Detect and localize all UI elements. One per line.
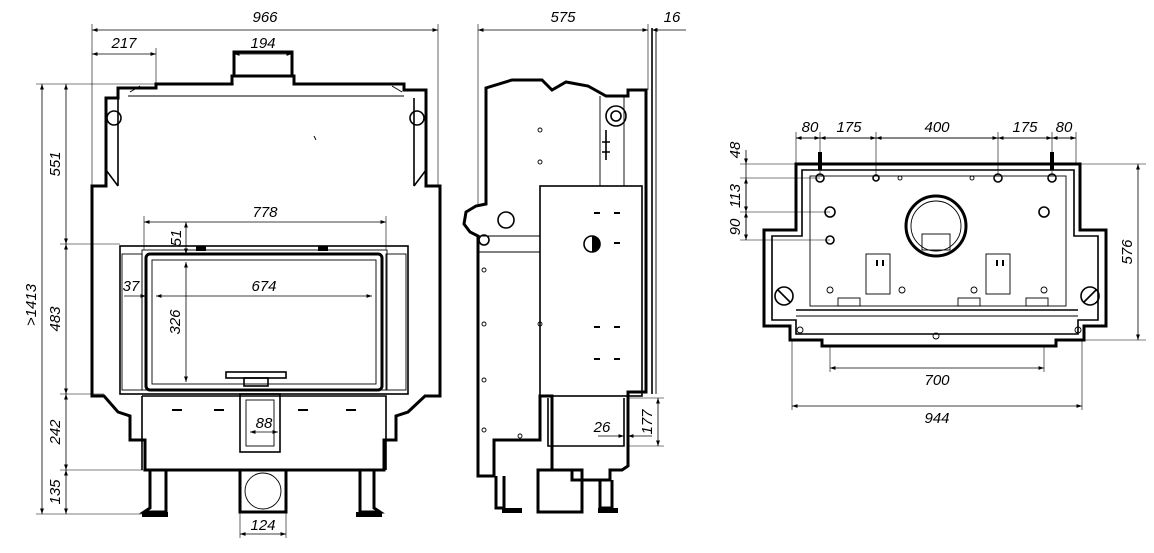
- dim-glass-width: 674: [251, 278, 276, 295]
- dim-left-offset: 217: [110, 35, 137, 52]
- top-view: [762, 152, 1108, 348]
- side-body-holes: [481, 127, 543, 439]
- dim-flue-width: 194: [250, 35, 275, 52]
- dim-top-overall-depth: 576: [1119, 239, 1136, 265]
- front-handle-grip: [243, 377, 269, 387]
- front-base-slots: [172, 409, 356, 411]
- side-door-holes: [594, 212, 620, 360]
- dim-top-spacing-left: 80: [802, 119, 819, 136]
- front-door-handle: [225, 371, 287, 379]
- front-right-knob: [409, 110, 425, 126]
- front-air-inlet: [239, 393, 281, 453]
- top-bracket-right: [985, 253, 1011, 295]
- side-view-dimensions: 575 16 177 26: [477, 9, 686, 447]
- top-inner-outline: [771, 169, 1099, 335]
- side-front-leg: [494, 476, 506, 510]
- side-door-panel: [539, 185, 643, 397]
- front-view: [90, 50, 442, 517]
- front-glass-inner: [151, 259, 377, 385]
- dim-leg-height: 135: [47, 479, 64, 505]
- front-right-foot: [356, 512, 382, 517]
- side-front-foot: [502, 508, 522, 513]
- top-flue-damper: [921, 233, 951, 251]
- side-door-knob: [592, 236, 600, 252]
- front-hinge-left: [196, 246, 206, 251]
- dim-top-spacing-right-inner: 175: [1012, 119, 1038, 136]
- dim-top-spacing-right: 80: [1056, 119, 1073, 136]
- dim-top-row-1: 48: [727, 141, 744, 158]
- front-glass: [144, 252, 384, 392]
- dim-air-inlet-width: 88: [256, 415, 273, 432]
- dim-upper-height: 551: [47, 151, 64, 176]
- front-left-leg: [139, 470, 168, 514]
- dim-top-inner-width: 700: [924, 372, 950, 389]
- side-view: [462, 28, 657, 514]
- front-body-outline: [90, 74, 442, 472]
- front-top-inner: [128, 85, 404, 97]
- side-left-lever: [497, 211, 515, 229]
- side-inner-lines: [478, 96, 625, 253]
- side-back-foot: [598, 508, 618, 513]
- top-bracket-left: [865, 253, 891, 295]
- front-right-channel: [413, 98, 427, 187]
- side-top-knob-inner: [610, 110, 622, 122]
- dim-top-row-3: 90: [727, 218, 744, 235]
- side-left-lever-2: [478, 234, 490, 246]
- side-back-leg: [598, 480, 614, 510]
- front-hinge-right: [318, 246, 328, 251]
- front-right-leg: [358, 470, 385, 514]
- dim-base-height: 242: [47, 419, 64, 446]
- dim-bottom-duct-width: 124: [250, 517, 275, 534]
- top-right-knob: [1080, 286, 1100, 306]
- front-right-side-panel: [385, 253, 407, 391]
- dim-top-spacing-left-inner: 175: [836, 119, 862, 136]
- top-inner-frame: [809, 175, 1067, 307]
- dim-total-height: >1413: [23, 283, 40, 326]
- front-left-side-panel: [121, 253, 143, 391]
- front-flue-top: [232, 50, 294, 76]
- side-bottom-duct: [536, 468, 584, 514]
- side-chain: [602, 130, 610, 160]
- front-base-plate: [141, 395, 387, 470]
- front-view-dimensions: 966 217 194 >1413 551 483 242 135: [23, 9, 439, 538]
- top-flue: [904, 194, 968, 258]
- front-left-foot: [142, 512, 168, 517]
- dim-side-depth: 575: [550, 9, 576, 26]
- dim-door-thickness: 16: [664, 9, 681, 26]
- dim-glass-top-offset: 51: [168, 230, 185, 247]
- dim-window-section-height: 483: [47, 306, 64, 332]
- dim-top-spacing-center: 400: [924, 119, 950, 136]
- dim-bottom-offset: 26: [593, 419, 611, 436]
- top-left-knob: [774, 286, 794, 306]
- front-bottom-duct-circle: [244, 472, 282, 510]
- top-view-dimensions: 80 175 400 175 80 48 113 90 576 700 944: [727, 119, 1146, 427]
- front-bottom-duct: [238, 468, 288, 514]
- dim-bottom-height: 177: [639, 409, 656, 435]
- side-base: [547, 398, 625, 447]
- dim-glass-left-offset: 37: [123, 278, 140, 295]
- dim-top-overall-width: 944: [924, 410, 949, 427]
- front-air-inlet-inner: [245, 399, 275, 447]
- dim-overall-width: 966: [252, 9, 278, 26]
- front-mark: [313, 135, 317, 141]
- front-left-knob: [106, 110, 122, 126]
- top-outline: [762, 162, 1108, 348]
- side-top-knob: [605, 105, 627, 127]
- dim-top-row-2: 113: [727, 183, 744, 208]
- dim-firebox-width: 778: [252, 204, 278, 221]
- side-body-outline: [462, 78, 648, 482]
- dim-glass-height: 326: [167, 309, 184, 335]
